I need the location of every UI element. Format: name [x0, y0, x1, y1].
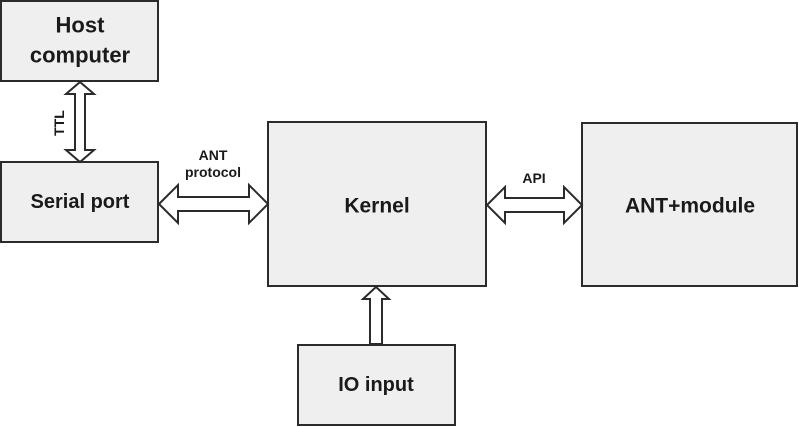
host-computer-label-line1: Host	[56, 13, 106, 38]
edge-io-kernel-arrow	[360, 285, 392, 345]
edge-serial-kernel-arrow	[157, 182, 270, 226]
io-input-label: IO input	[338, 374, 414, 396]
node-host-computer: Host computer	[0, 0, 159, 82]
edge-kernel-ant-label: API	[522, 170, 545, 186]
edge-serial-kernel-label-line1: ANT	[199, 147, 228, 163]
edge-serial-kernel-label-line2: protocol	[185, 164, 241, 180]
node-kernel: Kernel	[267, 121, 487, 287]
kernel-label: Kernel	[344, 195, 409, 218]
node-serial-port: Serial port	[0, 161, 159, 243]
edge-kernel-ant-arrow	[485, 184, 584, 226]
edge-host-serial-label: TTL	[51, 110, 67, 136]
edge-host-serial-arrow	[63, 80, 97, 164]
serial-port-label: Serial port	[31, 191, 130, 213]
host-computer-label-line2: computer	[30, 43, 131, 68]
node-ant-module: ANT+module	[581, 122, 798, 287]
node-io-input: IO input	[297, 344, 456, 426]
ant-module-label: ANT+module	[625, 195, 755, 218]
